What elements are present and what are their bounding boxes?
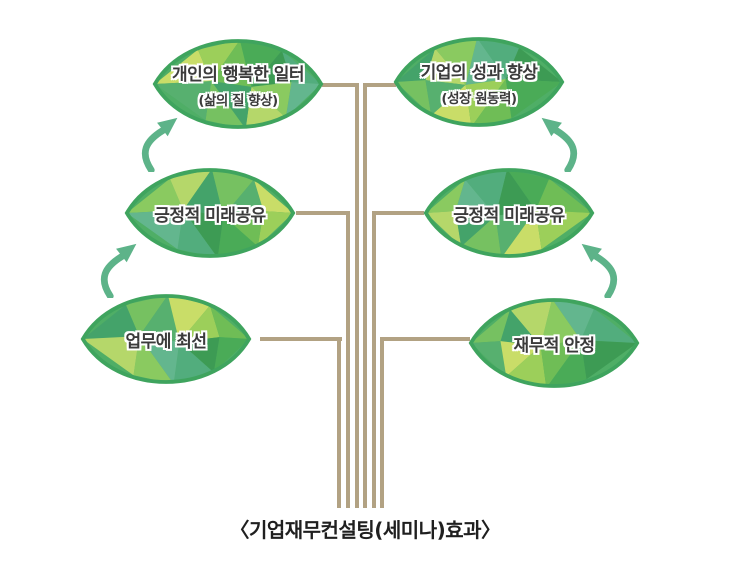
leaf-sublabel: (삶의 질 향상) <box>198 92 278 109</box>
leaf-shape-icon <box>423 168 595 258</box>
leaf-label: 재무적 안정 <box>513 335 595 356</box>
leaf-label-group: 기업의 성과 향상 (성장 원동력) <box>393 31 565 133</box>
leaf-label: 긍정적 미래공유 <box>453 205 565 226</box>
branch-top-right-horizontal <box>363 83 396 87</box>
leaf-sublabel: (성장 원동력) <box>441 90 517 107</box>
leaf-label: 개인의 행복한 일터 <box>172 64 304 85</box>
leaf-shape-icon <box>468 298 640 388</box>
branch-middle-left-vertical <box>346 211 350 508</box>
leaf-label: 긍정적 미래공유 <box>154 205 266 226</box>
leaf-bottom-left: 업무에 최선 <box>80 288 252 390</box>
leaf-label-group: 긍정적 미래공유 <box>423 162 595 264</box>
leaf-label: 업무에 최선 <box>125 331 207 352</box>
leaf-shape-icon <box>393 37 565 127</box>
branch-bottom-left-horizontal <box>260 337 342 341</box>
branch-bottom-left-vertical <box>337 337 341 508</box>
leaf-label: 기업의 성과 향상 <box>420 62 538 83</box>
curved-up-arrow-icon <box>581 243 618 298</box>
leaf-top-right: 기업의 성과 향상 (성장 원동력) <box>393 31 565 133</box>
branch-middle-right-vertical <box>372 211 376 508</box>
leaf-label-group: 개인의 행복한 일터 (삶의 질 향상) <box>152 33 324 135</box>
curved-up-arrow-icon <box>100 243 137 298</box>
branch-middle-left-horizontal <box>296 211 350 215</box>
leaf-middle-right: 긍정적 미래공유 <box>423 162 595 264</box>
branch-bottom-right-horizontal <box>380 337 470 341</box>
branch-top-right-vertical <box>363 83 367 508</box>
curved-up-arrow-icon <box>141 117 178 172</box>
branch-middle-right-horizontal <box>372 211 424 215</box>
curved-up-arrow-icon <box>541 117 578 172</box>
branch-top-left-horizontal <box>322 83 359 87</box>
branch-top-left-vertical <box>355 83 359 508</box>
leaf-label-group: 긍정적 미래공유 <box>124 162 296 264</box>
leaf-top-left: 개인의 행복한 일터 (삶의 질 향상) <box>152 33 324 135</box>
leaf-shape-icon <box>124 168 296 258</box>
diagram-caption: 〈기업재무컨설팅(세미나)효과〉 <box>229 518 501 542</box>
leaf-label-group: 재무적 안정 <box>468 292 640 394</box>
leaf-shape-icon <box>152 39 324 129</box>
leaf-bottom-right: 재무적 안정 <box>468 292 640 394</box>
branch-bottom-right-vertical <box>380 337 384 508</box>
leaf-label-group: 업무에 최선 <box>80 288 252 390</box>
leaf-shape-icon <box>80 294 252 384</box>
leaf-middle-left: 긍정적 미래공유 <box>124 162 296 264</box>
